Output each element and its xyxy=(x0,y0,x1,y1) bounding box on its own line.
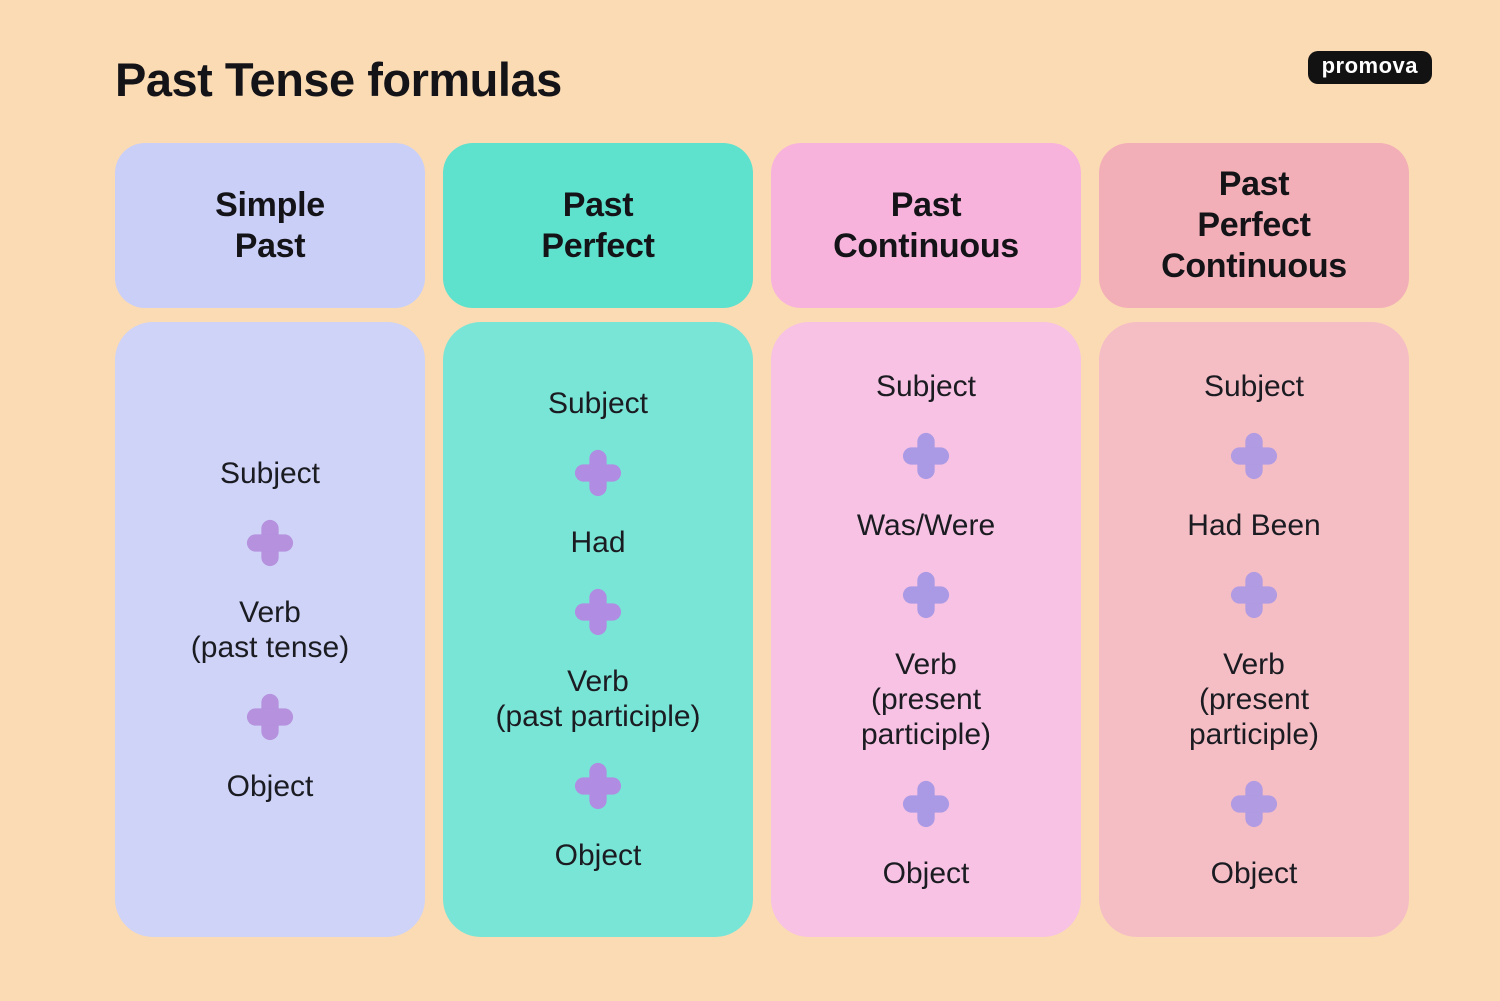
header-title-line: Past xyxy=(890,185,962,224)
formula-part: Subject xyxy=(876,369,976,404)
formula-part: Had xyxy=(570,525,625,560)
formula-part: Verb(past tense) xyxy=(191,595,349,665)
formula-part-line: Verb xyxy=(567,665,629,698)
formula-part: Object xyxy=(883,856,970,891)
plus-icon xyxy=(243,518,297,568)
formula-part-line: Had Been xyxy=(1187,508,1321,542)
formula-part: Subject xyxy=(548,386,648,421)
plus-icon xyxy=(1227,431,1281,481)
header-title-line: Past xyxy=(562,185,634,224)
plus-icon xyxy=(1227,570,1281,620)
header-title-line: Continuous xyxy=(1161,246,1347,285)
formula-part-line: Subject xyxy=(547,387,649,420)
header-title-line: Continuous xyxy=(833,226,1019,265)
formula-part-line: Subject xyxy=(875,369,977,403)
plus-icon xyxy=(899,431,953,481)
formula-part: Subject xyxy=(220,456,320,491)
formula-part-line: Verb xyxy=(895,647,957,681)
formula-part-line: Object xyxy=(882,856,970,890)
header-title-line: Simple xyxy=(215,185,325,224)
formula-part-line: Verb xyxy=(1223,647,1285,681)
plus-icon xyxy=(1227,779,1281,829)
header-title-line: Perfect xyxy=(1197,206,1311,245)
formula-part-line: Verb xyxy=(239,595,301,629)
formula-part-line: participle) xyxy=(860,717,992,751)
formula-part-line: Subject xyxy=(219,456,321,490)
formula-part: Verb(past participle) xyxy=(495,664,700,734)
plus-icon xyxy=(243,692,297,742)
formula-part-line: Object xyxy=(1210,856,1298,890)
header-title-line: Perfect xyxy=(541,226,655,265)
page-title: Past Tense formulas xyxy=(115,53,562,106)
formula-part: Object xyxy=(1211,856,1298,891)
formula-part: Object xyxy=(227,769,314,804)
formula-part-line: Object xyxy=(554,839,642,872)
formula-part-line: Had xyxy=(570,526,626,559)
plus-icon xyxy=(571,761,625,811)
formula-part: Was/Were xyxy=(857,508,995,543)
formula-part-line: Was/Were xyxy=(856,508,996,542)
formula-part: Subject xyxy=(1204,369,1304,404)
plus-icon xyxy=(571,587,625,637)
header-title-line: Past xyxy=(234,226,306,265)
formula-part-line: (present xyxy=(1198,682,1310,716)
formula-part-line: (present xyxy=(870,682,982,716)
formula-part: Had Been xyxy=(1187,508,1320,543)
promova-logo: promova xyxy=(1307,51,1432,85)
formula-part-line: Object xyxy=(226,769,314,803)
plus-icon xyxy=(899,570,953,620)
formula-part-line: Subject xyxy=(1203,369,1305,403)
plus-icon xyxy=(571,448,625,498)
formula-part-line: participle) xyxy=(1188,717,1320,751)
formula-part: Object xyxy=(555,838,642,873)
formula-part-line: (past participle) xyxy=(495,700,701,733)
header-title-line: Past xyxy=(1218,165,1290,204)
formula-part-line: (past tense) xyxy=(190,630,350,664)
plus-icon xyxy=(899,779,953,829)
